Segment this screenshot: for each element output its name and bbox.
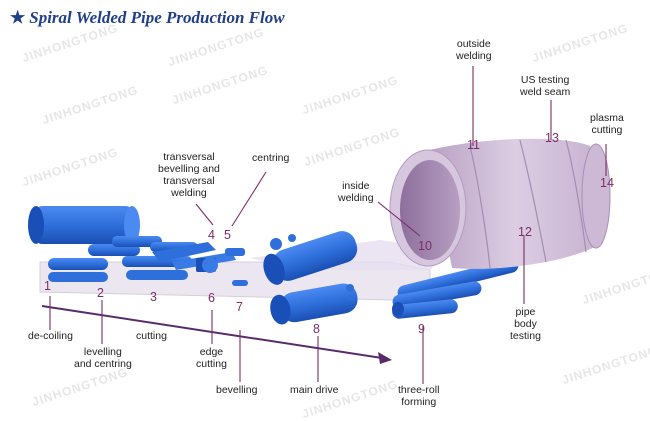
main-drive-rollers xyxy=(263,231,358,325)
step-3-number: 3 xyxy=(150,290,157,304)
step-3-label: cutting xyxy=(136,330,167,342)
step-12-number: 12 xyxy=(518,225,532,239)
step-6-number: 6 xyxy=(208,291,215,305)
step-1-number: 1 xyxy=(44,279,51,293)
bevelling-welding-unit xyxy=(152,242,248,286)
decoiler-roll xyxy=(28,206,140,244)
step-7-number: 7 xyxy=(236,300,243,314)
step-11-number: 11 xyxy=(467,138,480,152)
step-10-label: inside welding xyxy=(338,180,374,204)
step-13-number: 13 xyxy=(545,131,559,145)
step-2-label: levelling and centring xyxy=(74,346,132,370)
step-14-label: plasma cutting xyxy=(590,112,624,136)
step-9-number: 9 xyxy=(418,322,425,336)
step-11-label: outside welding xyxy=(456,38,492,62)
star-icon: ★ xyxy=(10,8,26,27)
step-2-number: 2 xyxy=(97,286,104,300)
step-4-number: 4 xyxy=(208,228,215,242)
step-13-label: US testing weld seam xyxy=(520,74,571,98)
step-10-number: 10 xyxy=(418,239,432,253)
step-4-label: transversal bevelling and transversal we… xyxy=(158,151,220,199)
step-5-number: 5 xyxy=(224,228,231,242)
step-8-number: 8 xyxy=(313,322,320,336)
step-14-number: 14 xyxy=(600,176,614,190)
step-12-label: pipe body testing xyxy=(510,306,541,342)
step-8-label: main drive xyxy=(290,384,339,396)
spiral-pipe xyxy=(389,138,611,269)
forming-rollers xyxy=(392,258,519,319)
leader-lines xyxy=(49,66,607,384)
step-7-label: bevelling xyxy=(216,384,258,396)
step-6-label: edge cutting xyxy=(196,346,227,370)
step-9-label: three-roll forming xyxy=(398,384,440,408)
levelling-rollers xyxy=(48,236,162,282)
diagram-title: ★Spiral Welded Pipe Production Flow xyxy=(10,8,285,27)
step-1-label: de-coiling xyxy=(28,330,73,342)
step-5-label: centring xyxy=(252,152,290,164)
